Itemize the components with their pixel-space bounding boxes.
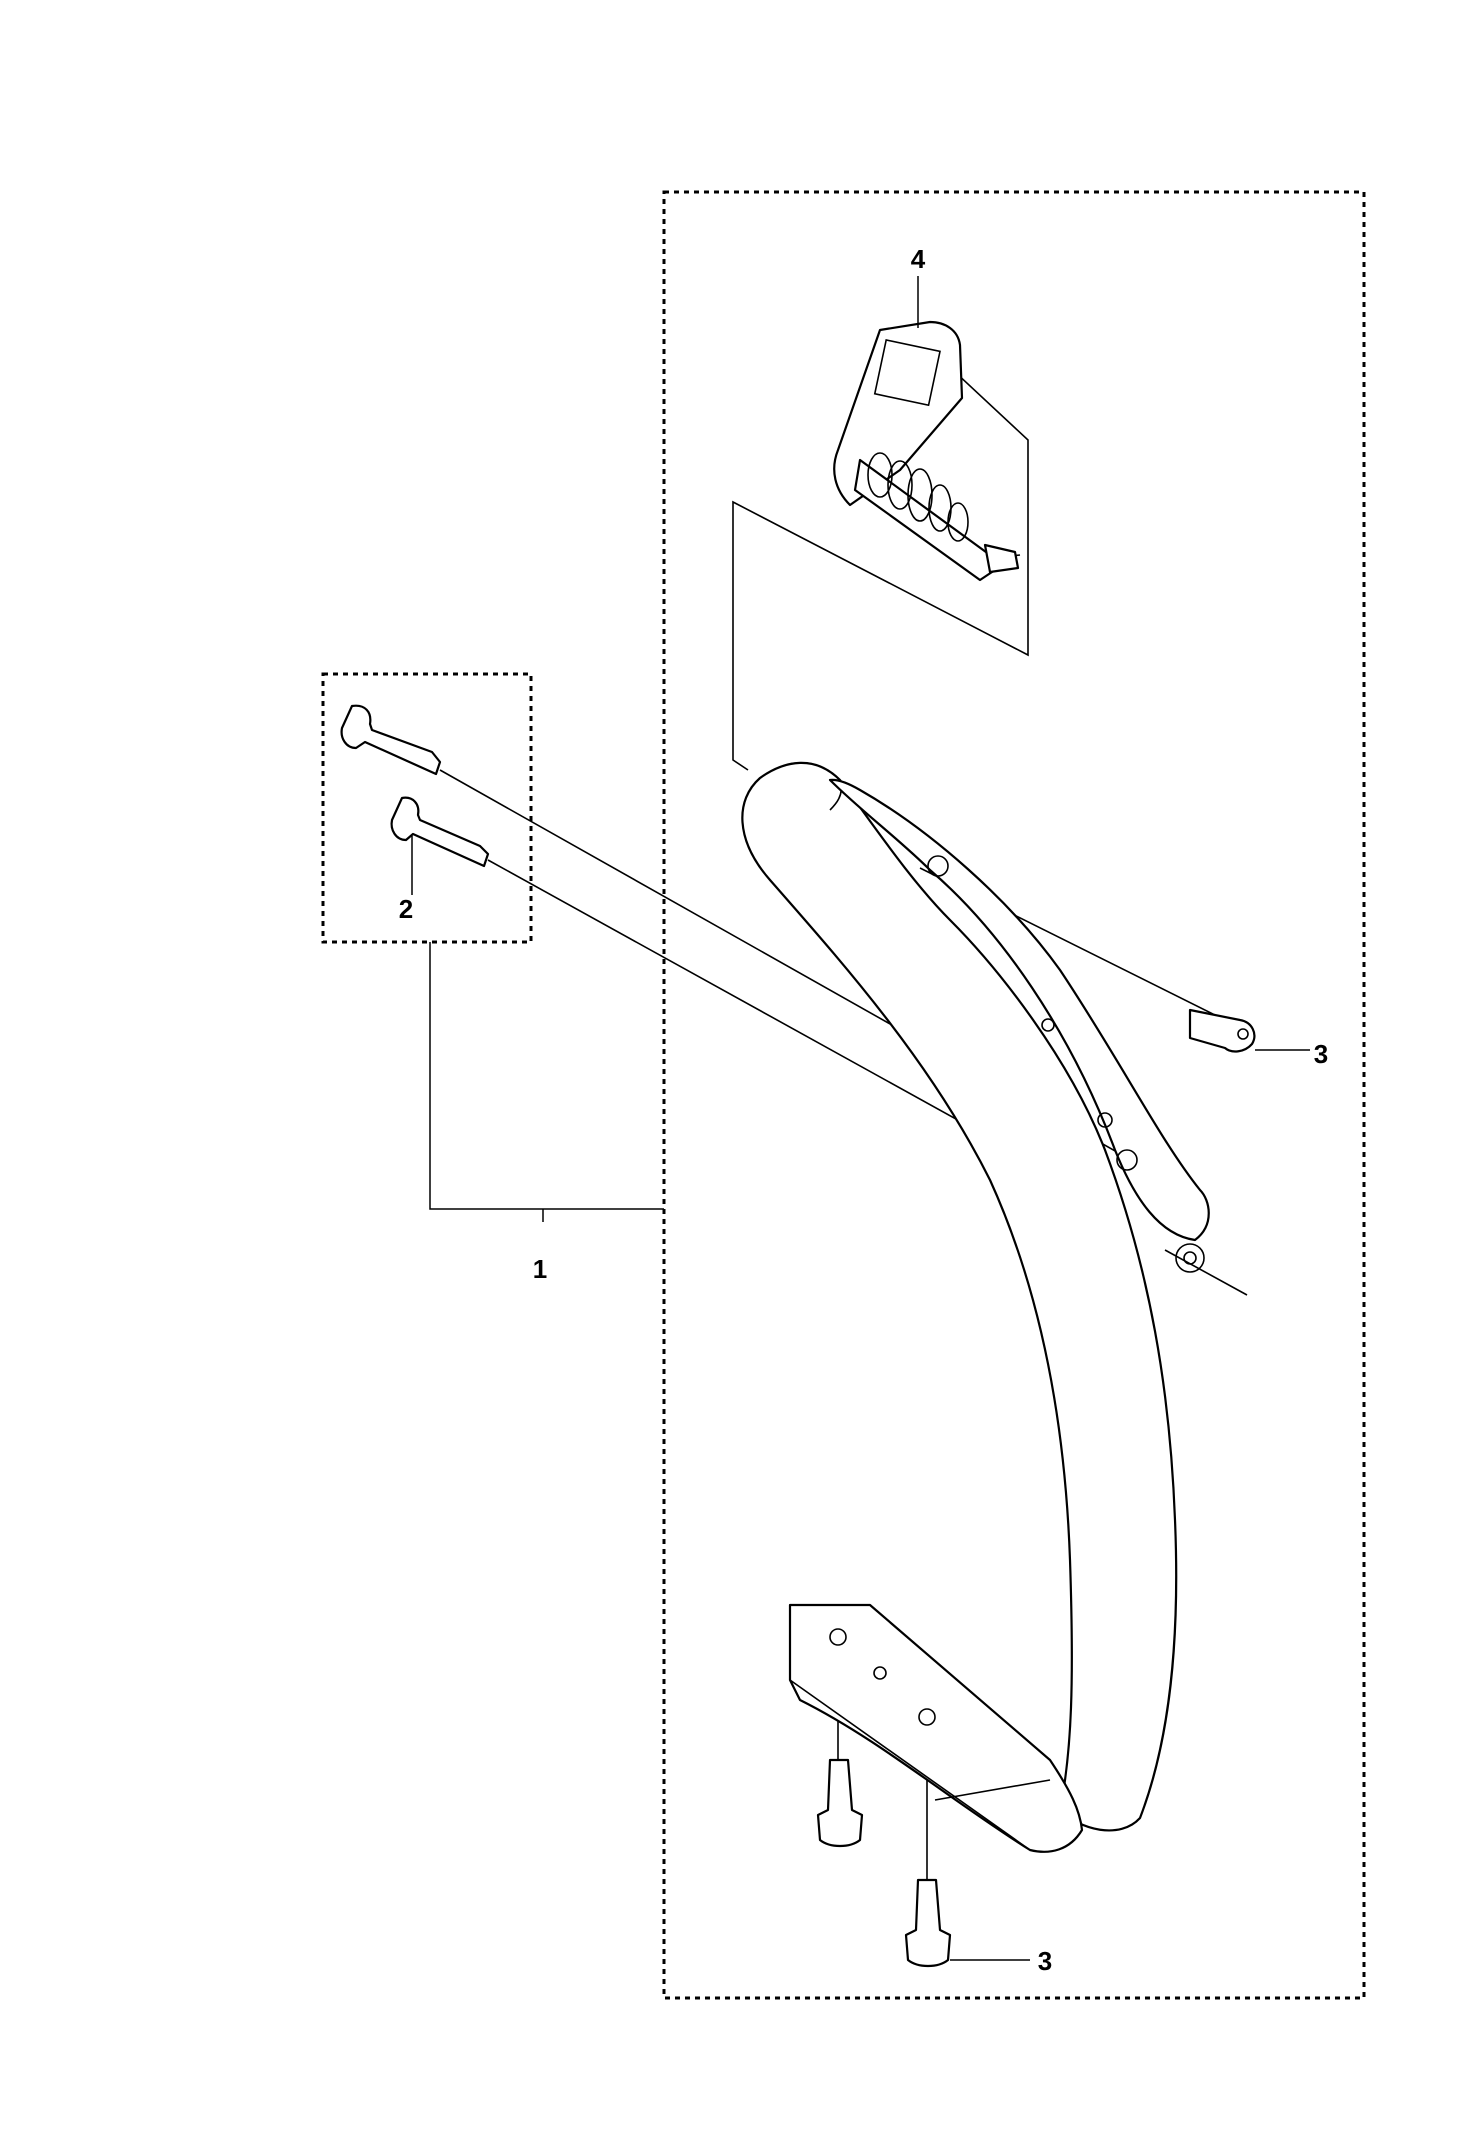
assembly-boundary-screws: [321, 672, 533, 944]
callout-1: 1: [533, 1254, 547, 1284]
alignment-line-side-thru: [1164, 1249, 1248, 1296]
alignment-frame-damper: [732, 329, 1029, 771]
callout-3-top: 3: [1314, 1039, 1328, 1069]
group-bracket-1: [429, 942, 664, 1210]
callout-3-bottom: 3: [1038, 1946, 1052, 1976]
callout-4: 4: [911, 244, 926, 274]
vibration-damper: [833, 320, 1021, 582]
callout-2: 2: [399, 894, 413, 924]
screw-part-3-bottom-right: [904, 1878, 952, 1968]
assembly-boundary-main: [662, 190, 1366, 2000]
screw-part-3-bottom-left: [816, 1758, 864, 1848]
screw-part-2-upper: [340, 704, 442, 776]
screw-part-3-side: [1188, 1008, 1256, 1053]
alignment-line-screw-lower: [487, 859, 1031, 1161]
front-handle-bar: [741, 761, 1210, 1853]
screw-part-2-lower: [390, 796, 490, 868]
